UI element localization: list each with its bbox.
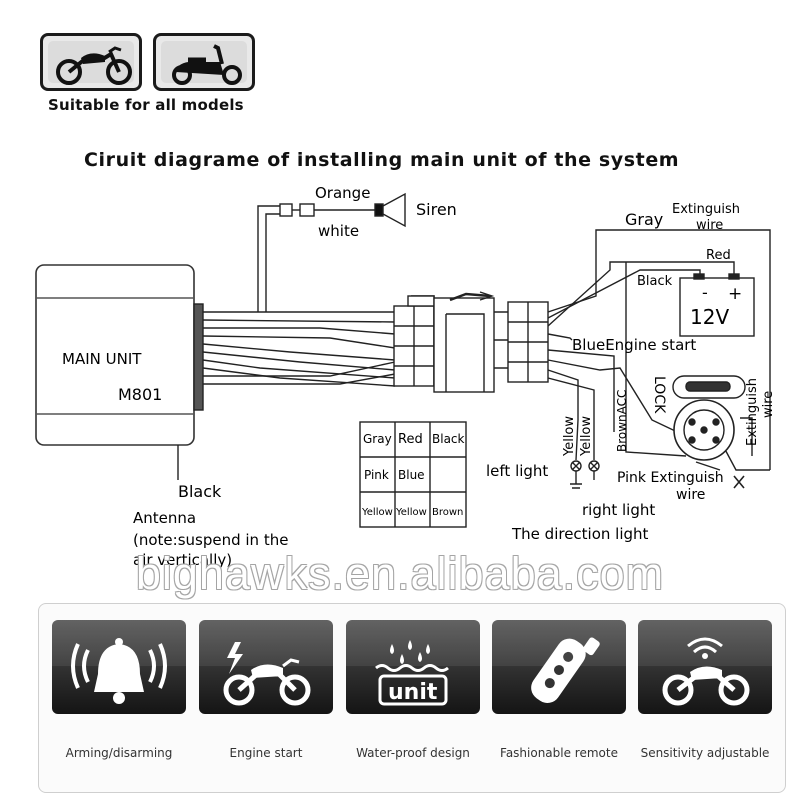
antenna-label: Antenna: [133, 509, 196, 527]
feature-tile: [52, 620, 186, 714]
sensitivity-motorcycle-icon: [662, 637, 750, 706]
suitable-label: Suitable for all models: [48, 96, 244, 114]
white-wire-label: white: [318, 222, 359, 240]
antenna-note-line2: air vertically): [133, 551, 232, 569]
red-wire-label: Red: [706, 248, 731, 263]
siren-label: Siren: [416, 200, 457, 219]
main-unit-label: MAIN UNIT: [62, 350, 142, 368]
feature-label: Engine start: [229, 746, 303, 760]
antenna-note-line1: (note:suspend in the: [133, 531, 288, 549]
feature-sensitivity: Sensitivity adjustable: [638, 620, 772, 760]
grid-cell-2-1: Pink: [364, 468, 389, 482]
feature-water-proof: unit Water-proof design: [346, 620, 480, 760]
circuit-diagram: MAIN UNIT M801 Orange white Siren Black …: [35, 184, 776, 569]
feature-tile: [638, 620, 772, 714]
feature-tile: [199, 620, 333, 714]
scooter-icon: [172, 44, 242, 85]
watermark: bighawks.en.alibaba.com: [135, 548, 665, 599]
motorcycle-icon: [56, 46, 132, 85]
feature-remote: Fashionable remote: [492, 620, 626, 760]
feature-tile: unit: [346, 620, 480, 714]
feature-tile: [492, 620, 626, 714]
pink-extinguish-wire: wire: [676, 487, 705, 503]
alarm-bell-icon: [71, 638, 167, 704]
brown-acc-label: BrownACC: [615, 390, 629, 452]
yellow-wire-label-2: Yellow: [579, 416, 594, 457]
black-antenna-label: Black: [178, 482, 222, 501]
remote-key-icon: [531, 637, 600, 703]
battery-plus: +: [728, 284, 742, 304]
grid-cell-1-1: Gray: [363, 432, 392, 446]
feature-engine-start: Engine start: [199, 620, 333, 760]
battery-voltage: 12V: [690, 305, 729, 329]
black-wire-label: Black: [637, 274, 673, 289]
grid-cell-2-2: Blue: [398, 468, 425, 482]
diagram-title: Ciruit diagrame of installing main unit …: [84, 149, 680, 171]
feature-label: Fashionable remote: [500, 746, 618, 760]
motorcycle-model-badge: [40, 33, 142, 91]
grid-cell-3-3: Brown: [432, 507, 463, 518]
left-light-label: left light: [486, 462, 548, 480]
feature-label: Water-proof design: [356, 746, 470, 760]
lock-label: LOCK: [651, 376, 667, 414]
grid-cell-3-1: Yellow: [361, 507, 393, 518]
grid-cell-1-3: Black: [432, 432, 465, 446]
yellow-wire-label-1: Yellow: [562, 416, 577, 457]
feature-arming: Arming/disarming: [52, 620, 186, 760]
blue-engine-start-label: BlueEngine start: [572, 336, 696, 354]
extinguish-side-line1: Extinguish: [745, 378, 760, 446]
grid-cell-1-2: Red: [398, 432, 423, 447]
grid-cell-3-2: Yellow: [395, 507, 427, 518]
extinguish-top-line2: wire: [696, 218, 723, 233]
battery: [679, 277, 755, 337]
gray-wire-label: Gray: [625, 210, 663, 229]
water-proof-unit-icon: unit: [375, 640, 449, 706]
orange-wire-label: Orange: [315, 184, 370, 202]
feature-label: Sensitivity adjustable: [640, 746, 770, 760]
extinguish-side-line2: wire: [761, 391, 776, 418]
pink-extinguish-label: Pink Extinguish: [617, 470, 724, 486]
model-number: M801: [118, 385, 162, 404]
svg-text:unit: unit: [388, 680, 438, 705]
scooter-model-badge: [153, 33, 255, 91]
direction-light-label: The direction light: [511, 525, 649, 543]
extinguish-top-line1: Extinguish: [672, 202, 740, 217]
feature-label: Arming/disarming: [65, 746, 173, 760]
engine-start-motorcycle-icon: [223, 642, 311, 706]
battery-minus: -: [702, 283, 708, 302]
right-light-label: right light: [582, 501, 655, 519]
siren-horn: [382, 192, 406, 228]
